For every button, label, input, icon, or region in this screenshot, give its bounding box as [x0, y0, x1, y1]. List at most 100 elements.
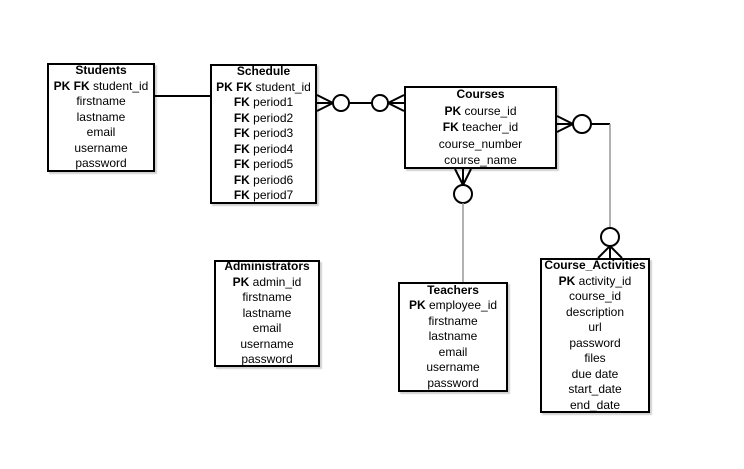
entity-attribute-row: email: [216, 321, 318, 337]
key-label: PK FK: [216, 79, 256, 94]
entity-attribute-row: username: [216, 337, 318, 353]
attribute-name: firstname: [428, 313, 478, 328]
attribute-name: period6: [253, 172, 294, 187]
attribute-name: username: [240, 336, 294, 351]
attribute-name: username: [426, 360, 480, 375]
entity-attribute-row: PK employee_id: [400, 298, 506, 314]
attribute-name: course_name: [444, 153, 517, 168]
attribute-name: end_date: [569, 397, 621, 412]
attribute-name: lastname: [76, 109, 126, 124]
key-label: FK: [233, 141, 254, 156]
entity-attribute-row: lastname: [49, 110, 153, 126]
attribute-name: period4: [253, 141, 294, 156]
attribute-name: password: [241, 352, 293, 367]
zero-circle-marker: [600, 227, 620, 247]
attribute-name: student_id: [92, 78, 149, 93]
attribute-name: start_date: [568, 382, 622, 396]
attribute-name: lastname: [242, 305, 292, 320]
zero-circle-marker: [572, 114, 592, 134]
entity-title: Schedule: [236, 64, 291, 79]
attribute-name: description: [565, 304, 625, 319]
entity-attribute-row: PK FK student_id: [212, 80, 315, 96]
zero-circle-marker: [332, 94, 350, 112]
attribute-name: period1: [253, 95, 294, 110]
attribute-name: firstname: [76, 94, 126, 109]
entity-title: Courses: [456, 87, 505, 102]
entity-attribute-row: FK period1: [212, 95, 315, 111]
key-label: PK: [408, 298, 429, 313]
entity-attribute-row: FK period3: [212, 126, 315, 142]
zero-circle-marker: [371, 94, 389, 112]
crows-foot-marker: [387, 94, 405, 112]
entity-title: Course_Activities: [544, 258, 646, 272]
key-label: FK: [233, 110, 254, 125]
attribute-name: admin_id: [252, 274, 302, 289]
entity-attribute-row: email: [400, 345, 506, 361]
attribute-name: email: [86, 125, 116, 140]
attribute-name: password: [569, 335, 621, 350]
entity-attribute-row: course_name: [406, 152, 555, 169]
key-label: PK: [558, 273, 579, 288]
attribute-name: period5: [253, 157, 294, 172]
attribute-name: course_id: [568, 289, 622, 303]
attribute-name: username: [74, 140, 128, 155]
connector-schedule-courses: [316, 94, 405, 112]
entity-attribute-row: FK period5: [212, 157, 315, 173]
attribute-name: firstname: [242, 290, 292, 305]
entity-attribute-row: firstname: [49, 94, 153, 110]
attribute-name: email: [252, 321, 282, 336]
entity-attribute-row: end_date: [542, 398, 648, 414]
attribute-name: email: [438, 344, 468, 359]
entity-attribute-row: FK period7: [212, 188, 315, 204]
entity-attribute-row: start_date: [542, 382, 648, 398]
entity-attribute-row: username: [400, 360, 506, 376]
entity-attribute-row: PK admin_id: [216, 275, 318, 291]
key-label: PK: [232, 274, 253, 289]
attribute-name: files: [584, 351, 606, 365]
attribute-name: course_number: [438, 136, 523, 151]
entity-attribute-row: firstname: [216, 290, 318, 306]
attribute-name: url: [588, 320, 602, 334]
entity-attribute-row: FK teacher_id: [406, 119, 555, 136]
attribute-name: period3: [253, 126, 294, 141]
entity-attribute-row: PK course_id: [406, 103, 555, 120]
attribute-name: activity_id: [578, 273, 632, 288]
key-label: PK FK: [53, 78, 93, 93]
crows-foot-marker: [556, 115, 574, 133]
key-label: FK: [233, 157, 254, 172]
attribute-name: password: [427, 375, 479, 390]
entity-attribute-row: course_id: [542, 289, 648, 305]
entity-attribute-row: due date: [542, 367, 648, 383]
entity-attribute-row: username: [49, 141, 153, 157]
key-label: FK: [233, 95, 254, 110]
entity-attribute-row: files: [542, 351, 648, 367]
entity-attribute-row: PK activity_id: [542, 274, 648, 290]
entity-title: Teachers: [427, 282, 479, 297]
entity-attribute-row: description: [542, 305, 648, 321]
key-label: FK: [442, 120, 463, 135]
attribute-name: due date: [571, 366, 619, 381]
entity-attribute-row: email: [49, 125, 153, 141]
key-label: FK: [233, 172, 254, 187]
attribute-name: course_id: [464, 103, 517, 118]
entity-attribute-row: password: [216, 352, 318, 368]
entity-attribute-row: lastname: [216, 306, 318, 322]
crows-foot-marker: [454, 168, 472, 186]
entity-attribute-row: FK period4: [212, 142, 315, 158]
entity-attribute-row: firstname: [400, 314, 506, 330]
attribute-name: employee_id: [428, 298, 498, 313]
attribute-name: lastname: [428, 329, 478, 344]
entity-attribute-row: PK FK student_id: [49, 79, 153, 95]
attribute-name: period7: [253, 188, 294, 203]
connector-courses-teachers: [453, 168, 473, 282]
